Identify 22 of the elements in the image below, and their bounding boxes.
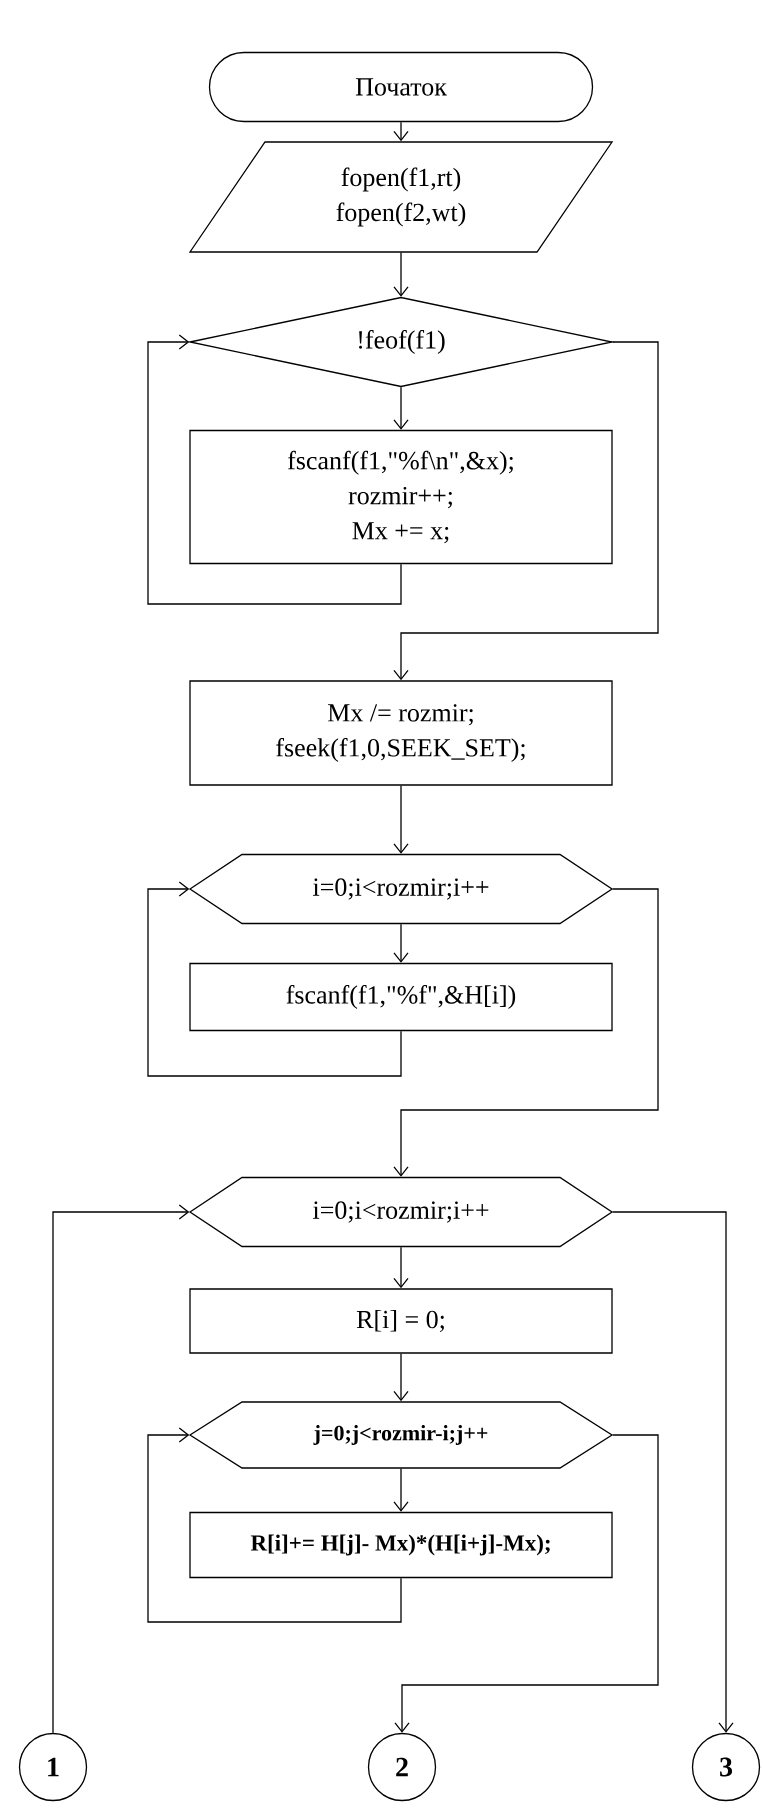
- arrow: [393, 785, 409, 854]
- process-box: R[i] = 0;: [189, 1288, 613, 1354]
- arrow: [393, 341, 659, 681]
- process-box: fscanf(f1,"%f",&H[i]): [189, 962, 613, 1032]
- arrow: [393, 923, 409, 963]
- arrow: [394, 1434, 659, 1733]
- arrow: [393, 1353, 409, 1402]
- arrow: [393, 121, 409, 142]
- process-box: R[i]+= H[j]- Mx)*(H[i+j]-Mx);: [189, 1511, 613, 1579]
- process-box: Mx /= rozmir; fseek(f1,0,SEEK_SET);: [189, 680, 613, 786]
- arrow: [52, 1204, 190, 1734]
- arrow: [393, 888, 659, 1177]
- arrow: [147, 881, 402, 1077]
- arrow: [393, 1246, 409, 1289]
- arrow: [393, 386, 409, 430]
- arrow: [393, 252, 409, 297]
- arrow: [147, 334, 402, 605]
- arrow: [147, 1427, 402, 1623]
- arrow: [393, 1468, 409, 1512]
- arrow: [612, 1211, 734, 1733]
- process-box: fscanf(f1,"%f\n",&x); rozmir++; Mx += x;: [189, 429, 613, 565]
- start-terminator: Початок: [208, 51, 594, 123]
